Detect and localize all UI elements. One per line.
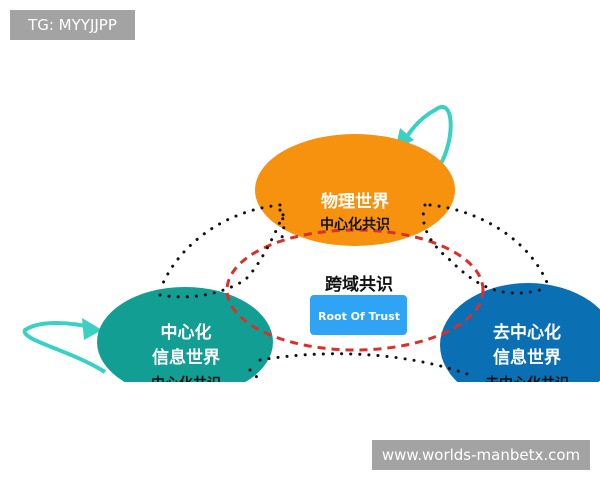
decentralized-title-1: 去中心化: [493, 322, 561, 343]
centralized-title-2: 信息世界: [152, 347, 220, 368]
node-centralized-world: [97, 287, 273, 382]
cross-domain-label: 跨域共识: [325, 274, 393, 295]
decentralized-consensus: 去中心化共识: [485, 375, 569, 392]
physical-world-consensus: 中心化共识: [320, 216, 390, 233]
self-loop-arrow-top: [400, 105, 453, 167]
decentralized-title-2: 信息世界: [493, 347, 561, 368]
arrowhead-left: [82, 318, 102, 340]
root-of-trust-badge: [310, 295, 407, 335]
watermark-top: TG: MYYJJPP: [10, 10, 135, 40]
watermark-bottom: www.worlds-manbetx.com: [372, 440, 590, 470]
centralized-consensus: 中心化共识: [151, 375, 221, 392]
node-physical-world: [255, 134, 455, 246]
dotted-links: [158, 203, 550, 382]
physical-world-title: 物理世界: [321, 191, 389, 212]
node-decentralized-world: [440, 283, 600, 382]
centralized-title-1: 中心化: [161, 322, 212, 343]
root-of-trust-label: Root Of Trust: [318, 310, 400, 323]
cross-domain-dashed-ring: [225, 228, 485, 352]
self-loop-arrow-left: [22, 321, 107, 374]
